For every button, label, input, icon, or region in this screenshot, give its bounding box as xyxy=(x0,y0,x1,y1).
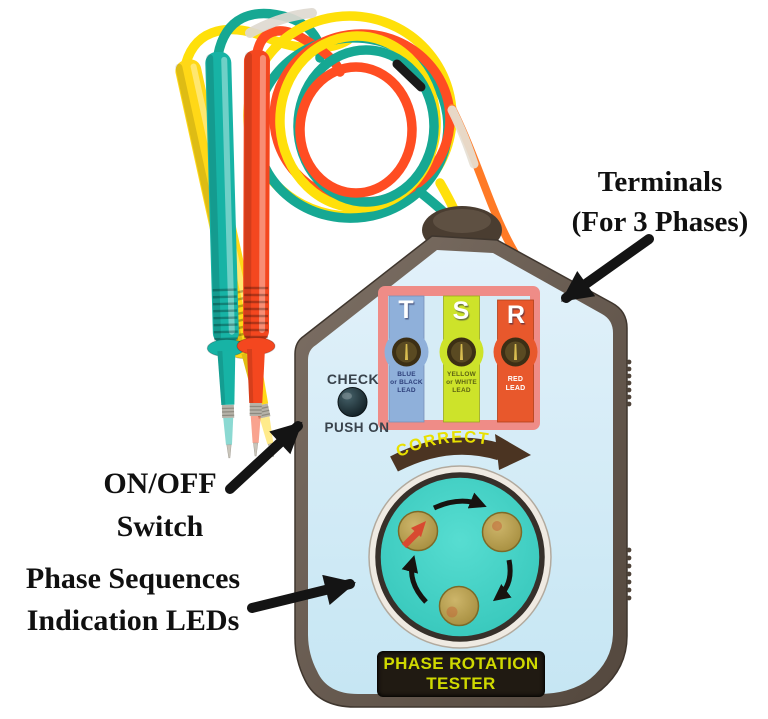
terminal-letter-t: T xyxy=(398,296,414,324)
terminal-letter-s: S xyxy=(452,297,470,325)
terminals-annotation-line1: Terminals xyxy=(597,166,723,198)
arrow-to-switch xyxy=(225,421,303,494)
wire-sleeve xyxy=(245,8,317,38)
leds-annotation-line1: Phase Sequences xyxy=(25,562,241,595)
onoff-annotation: ON/OFF Switch xyxy=(70,462,250,548)
name-plate-line2: TESTER xyxy=(426,674,496,693)
leds-annotation-line2: Indication LEDs xyxy=(26,604,240,637)
lead-label-r: RED LEAD xyxy=(505,376,526,392)
correct-arrow-icon xyxy=(495,434,531,470)
terminals-annotation-line2: (For 3 Phases) xyxy=(571,206,749,238)
terminal-strip-t xyxy=(384,295,429,423)
led-3 xyxy=(438,585,480,627)
arrow-to-terminals xyxy=(560,234,654,303)
arrow-to-leds xyxy=(247,574,357,613)
terminal-letter-r: R xyxy=(506,301,526,329)
check-label: CHECK xyxy=(326,371,380,387)
onoff-annotation-line2: Switch xyxy=(116,510,204,543)
clockwise-arrow-icon xyxy=(401,492,513,604)
name-plate-line1: PHASE ROTATION xyxy=(383,654,539,673)
side-grip-ribs xyxy=(626,359,632,601)
power-button xyxy=(337,387,368,417)
terminal-strip-s xyxy=(439,295,484,423)
wire-sleeve xyxy=(447,105,479,169)
cable-tie xyxy=(392,59,426,92)
lead-label-t: BLUE or BLACK LEAD xyxy=(390,371,423,394)
button-highlight xyxy=(342,392,352,400)
led-2 xyxy=(481,511,523,553)
led-dial xyxy=(368,465,552,649)
push-on-label: PUSH ON xyxy=(324,420,390,435)
leds-annotation: Phase Sequences Indication LEDs xyxy=(5,558,261,642)
terminal-strip-r xyxy=(493,299,538,423)
terminals-annotation: Terminals (For 3 Phases) xyxy=(552,162,768,242)
name-plate: PHASE ROTATION TESTER xyxy=(377,651,545,697)
onoff-annotation-line1: ON/OFF xyxy=(103,467,217,500)
led-red-mark xyxy=(401,530,420,549)
lead-label-s: YELLOW or WHITE LEAD xyxy=(446,371,477,394)
cable-gland-top xyxy=(433,209,491,233)
